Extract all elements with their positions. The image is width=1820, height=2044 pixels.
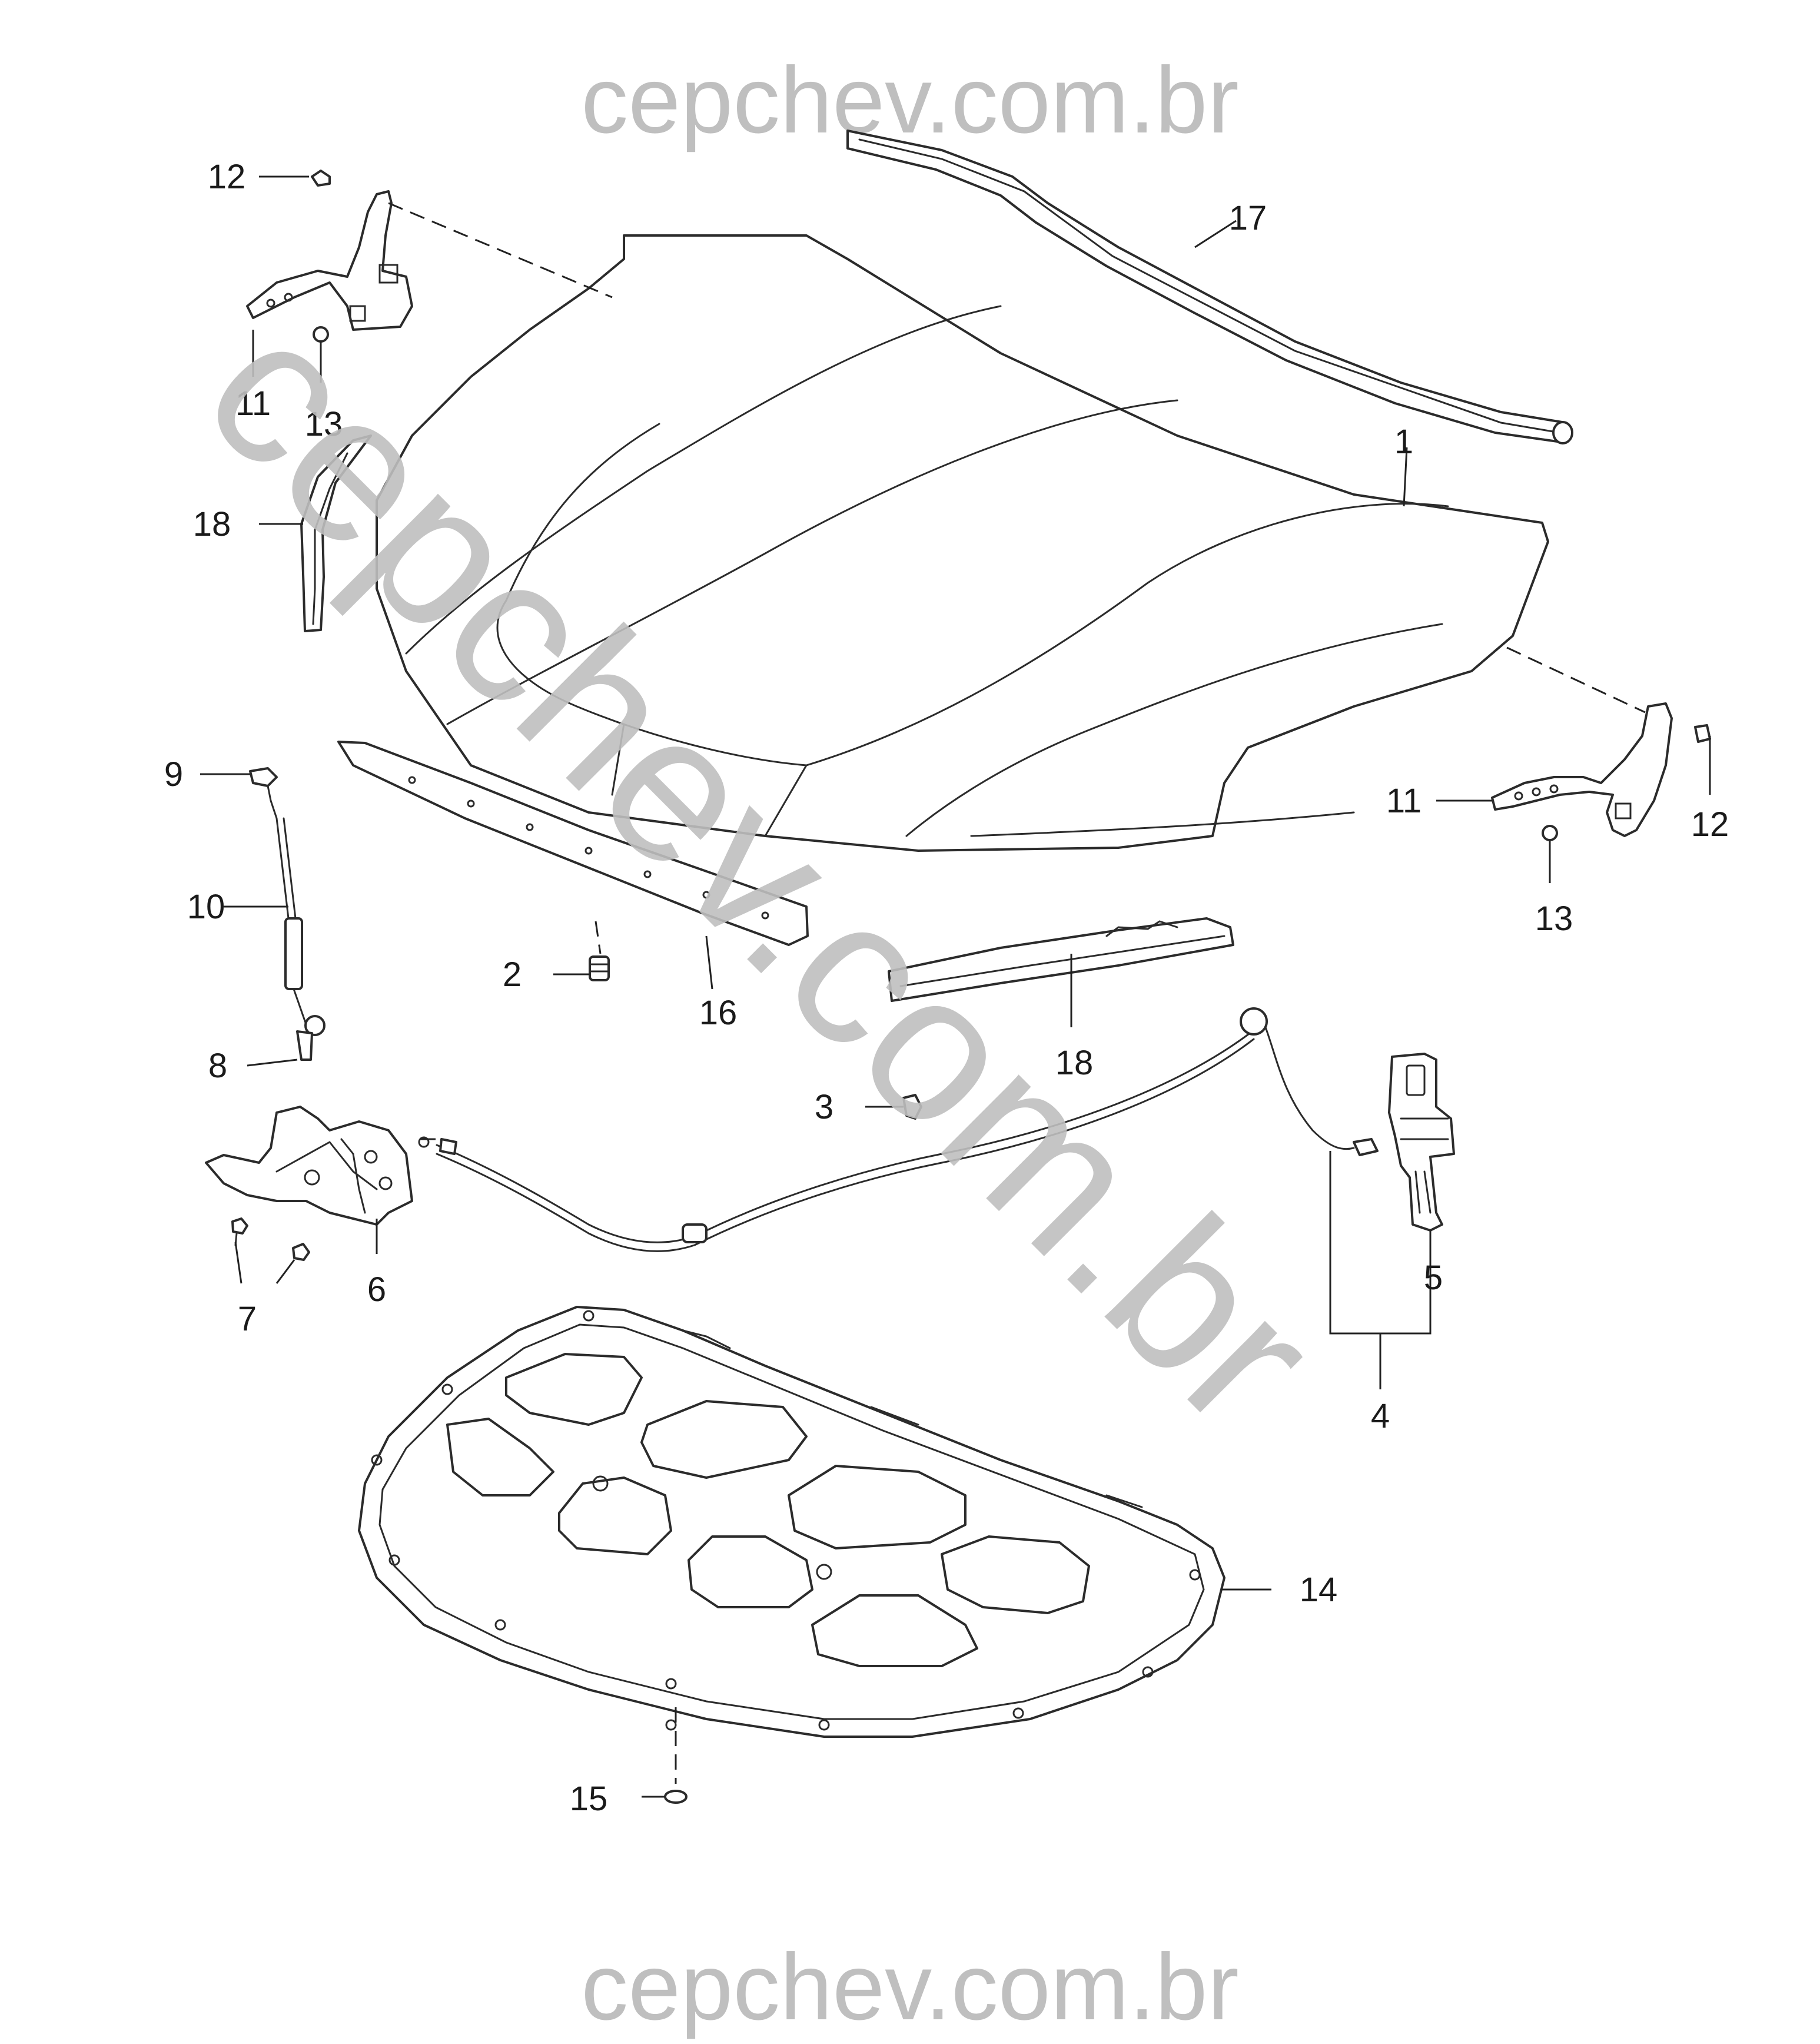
callout-13-right: 13 (1535, 900, 1573, 938)
callout-6: 6 (367, 1270, 386, 1309)
part-17-weatherstrip (846, 130, 1573, 444)
callout-12-left: 12 (208, 158, 246, 196)
part-4-release-cable (418, 1007, 1379, 1252)
callout-17: 17 (1229, 199, 1267, 237)
callout-11-right: 11 (1386, 782, 1422, 820)
part-18-center-trim (888, 917, 1234, 1002)
dash-left-hinge (388, 202, 613, 298)
watermark-bottom: cepchev.com.br (581, 1934, 1239, 2039)
callout-16: 16 (699, 994, 738, 1032)
part-18-left-seal (300, 434, 372, 632)
callout-2: 2 (503, 955, 522, 994)
callout-7: 7 (238, 1300, 257, 1338)
part-14-hood-insulator (358, 1306, 1225, 1738)
callout-18-left: 18 (193, 505, 231, 543)
part-11-left-hinge (246, 170, 413, 343)
callout-13-left: 13 (305, 405, 343, 443)
callout-18-center: 18 (1055, 1044, 1094, 1082)
watermark-top: cepchev.com.br (581, 47, 1239, 152)
callout-9: 9 (164, 755, 183, 794)
part-11-right-hinge (1491, 702, 1711, 841)
callout-4: 4 (1371, 1397, 1390, 1435)
part-2-bumper-stop (589, 921, 610, 981)
part-6-hood-latch (205, 1106, 413, 1261)
part-5-release-handle (1388, 1053, 1455, 1232)
dash-right-hinge (1506, 646, 1646, 714)
callout-12-right: 12 (1691, 805, 1729, 844)
callout-3: 3 (815, 1088, 833, 1126)
callout-10: 10 (187, 888, 225, 926)
part-1-hood (376, 234, 1549, 852)
callout-1: 1 (1394, 423, 1413, 461)
leader-lines (200, 175, 1711, 1798)
part-10-hood-strut (249, 767, 326, 1061)
callout-8: 8 (208, 1047, 227, 1085)
part-3-clip (902, 1094, 922, 1120)
part-16-front-seal (337, 741, 809, 946)
callout-14: 14 (1300, 1571, 1338, 1609)
callout-5: 5 (1424, 1259, 1443, 1297)
callout-11-left: 11 (235, 384, 271, 423)
callout-15: 15 (570, 1780, 608, 1818)
